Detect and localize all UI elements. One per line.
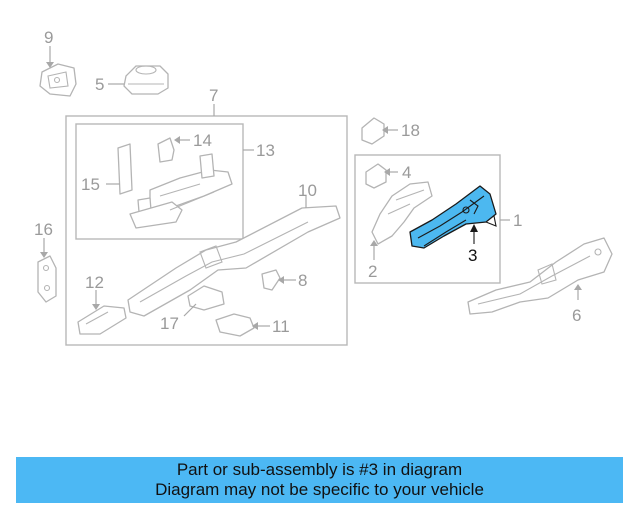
arrow-2 [370,240,378,246]
arrow-8 [278,276,284,284]
label-1: 1 [513,211,522,230]
arrow-9 [46,62,54,68]
group-box-1 [354,154,501,284]
part-11-bracket[interactable] [215,313,255,337]
part-10-side-rail[interactable] [127,205,341,317]
part-3-highlighted[interactable] [409,185,497,249]
group-box-7 [65,115,348,346]
label-17: 17 [160,314,179,333]
part-14-bracket[interactable] [157,137,175,163]
banner-line-2: Diagram may not be specific to your vehi… [155,480,484,499]
label-4: 4 [402,163,411,182]
label-12: 12 [85,273,104,292]
part-4-bracket[interactable] [365,163,387,189]
label-15: 15 [81,175,100,194]
label-11: 11 [272,317,290,336]
label-2: 2 [368,262,377,281]
part-8-bracket[interactable] [261,269,281,291]
part-12-bracket[interactable] [77,305,127,335]
part-18-bracket[interactable] [361,117,385,145]
part-16-plate[interactable] [37,255,57,303]
label-18: 18 [401,121,420,140]
label-7: 7 [209,86,218,105]
arrow-3 [470,224,478,232]
group-box-13 [75,123,244,240]
part-5-mount[interactable] [123,65,169,95]
part-6-frame[interactable] [467,237,613,315]
label-16: 16 [34,220,53,239]
label-6: 6 [572,306,581,325]
label-5: 5 [95,75,104,94]
label-10: 10 [298,181,317,200]
part-9-bracket[interactable] [39,63,77,97]
label-9: 9 [44,28,53,47]
label-13: 13 [256,141,275,160]
banner-line-1: Part or sub-assembly is #3 in diagram [176,460,463,479]
arrow-14 [174,136,180,144]
label-3: 3 [468,246,477,265]
arrow-18 [382,126,388,134]
leader-17 [183,303,197,317]
label-14: 14 [193,131,212,150]
arrow-12 [92,304,100,310]
part-17-bracket[interactable] [187,285,225,311]
part-15-frame-assembly[interactable] [117,143,233,229]
arrow-4 [384,168,390,176]
arrow-11 [252,322,258,330]
part-2-apron[interactable] [371,181,433,245]
arrow-6 [574,284,582,290]
label-8: 8 [298,271,307,290]
parts-diagram: 9 5 7 13 14 15 10 8 [34,28,613,346]
arrow-16 [40,252,48,258]
info-banner: Part or sub-assembly is #3 in diagram Di… [16,457,623,503]
